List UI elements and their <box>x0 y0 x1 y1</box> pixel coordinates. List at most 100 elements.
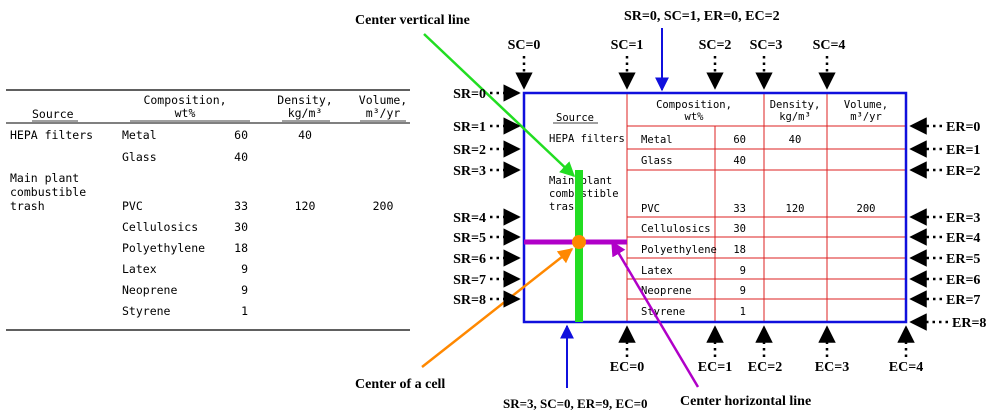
material-cell: PVC <box>641 203 660 215</box>
center-cell-callout <box>421 248 574 368</box>
source-cell: HEPA filters <box>10 128 93 142</box>
er-label: ER=7 <box>946 293 980 308</box>
volume-cell: 200 <box>857 203 876 215</box>
material-cell: Metal <box>641 134 673 146</box>
cell-center-dot <box>572 235 586 249</box>
er-label: ER=6 <box>946 273 980 288</box>
weight-cell: 60 <box>733 134 746 146</box>
material-cell: Latex <box>641 265 673 277</box>
center-horizontal-callout <box>610 240 700 388</box>
sr-label: SR=4 <box>453 211 486 226</box>
table-border <box>522 91 908 324</box>
weight-cell: 1 <box>241 304 248 318</box>
material-cell: Styrene <box>122 304 171 318</box>
ec-label: EC=0 <box>610 360 644 375</box>
material-cell: Polyethylene <box>122 241 205 255</box>
er-label: ER=1 <box>946 143 980 158</box>
density-cell: 40 <box>298 128 312 142</box>
density-header: Density, <box>277 93 332 107</box>
er-label: ER=4 <box>946 231 980 246</box>
weight-cell: 30 <box>234 220 248 234</box>
sr-label: SR=0 <box>453 87 486 102</box>
volume-header: Volume, <box>844 99 888 111</box>
original-table: Source Composition, wt% Density, kg/m³ V… <box>6 89 410 331</box>
sc-label: SC=3 <box>750 38 783 53</box>
ec-label: EC=3 <box>815 360 849 375</box>
weight-cell: 9 <box>241 262 248 276</box>
sr-label: SR=7 <box>453 273 486 288</box>
composition-unit: wt% <box>685 111 705 123</box>
material-cell: Cellulosics <box>122 220 198 234</box>
source-cell: trash <box>10 199 45 213</box>
sr-label: SR=1 <box>453 120 486 135</box>
material-cell: Metal <box>122 128 157 142</box>
material-cell: Neoprene <box>641 285 692 297</box>
er-label: ER=5 <box>946 252 980 267</box>
material-cell: Neoprene <box>122 283 177 297</box>
weight-cell: 9 <box>740 265 746 277</box>
material-cell: PVC <box>122 199 143 213</box>
weight-cell: 33 <box>733 203 746 215</box>
material-cell: Styrene <box>641 306 685 318</box>
weight-cell: 9 <box>241 283 248 297</box>
source-cell: HEPA filters <box>549 133 625 145</box>
sr-label: SR=6 <box>453 252 486 267</box>
composition-header: Composition, <box>143 93 226 107</box>
composition-header: Composition, <box>656 99 732 111</box>
er-label: ER=3 <box>946 211 980 226</box>
weight-cell: 18 <box>234 241 248 255</box>
weight-cell: 18 <box>733 244 746 256</box>
ec-label: EC=1 <box>698 360 732 375</box>
sr-label: SR=5 <box>453 231 486 246</box>
density-header: Density, <box>770 99 821 111</box>
top-span-label: SR=0, SC=1, ER=0, EC=2 <box>624 9 780 24</box>
source-header: Source <box>556 112 594 124</box>
source-cell: combustible <box>10 185 86 199</box>
sr-label: SR=3 <box>453 164 486 179</box>
sr-label: SR=2 <box>453 143 486 158</box>
density-cell: 120 <box>295 199 316 213</box>
ec-label: EC=4 <box>889 360 923 375</box>
volume-header: Volume, <box>359 93 407 107</box>
source-cell: combustible <box>549 188 619 200</box>
source-cell: trash <box>549 201 581 213</box>
composition-unit: wt% <box>175 106 196 120</box>
weight-cell: 9 <box>740 285 746 297</box>
sc-label: SC=0 <box>508 38 541 53</box>
er-label: ER=0 <box>946 120 980 135</box>
volume-unit: m³/yr <box>850 111 882 123</box>
material-cell: Glass <box>122 150 157 164</box>
sc-label: SC=4 <box>813 38 846 53</box>
material-cell: Polyethylene <box>641 244 717 256</box>
weight-cell: 33 <box>234 199 248 213</box>
material-cell: Glass <box>641 155 673 167</box>
ec-label: EC=2 <box>748 360 782 375</box>
center-cell-label: Center of a cell <box>355 377 445 392</box>
density-cell: 120 <box>786 203 805 215</box>
density-unit: kg/m³ <box>779 111 811 123</box>
weight-cell: 60 <box>234 128 248 142</box>
density-unit: kg/m³ <box>288 106 323 120</box>
er-label: ER=2 <box>946 164 980 179</box>
center-vertical-callout <box>423 33 576 178</box>
weight-cell: 1 <box>740 306 746 318</box>
row-grid-lines <box>627 125 906 300</box>
sc-label: SC=1 <box>611 38 644 53</box>
volume-unit: m³/yr <box>366 106 401 120</box>
er-label: ER=8 <box>952 316 986 331</box>
center-horizontal-label: Center horizontal line <box>680 394 811 409</box>
density-cell: 40 <box>789 134 802 146</box>
material-cell: Latex <box>122 262 157 276</box>
sr-label: SR=8 <box>453 293 486 308</box>
weight-cell: 30 <box>733 223 746 235</box>
material-cell: Cellulosics <box>641 223 711 235</box>
sc-label: SC=2 <box>699 38 732 53</box>
source-header: Source <box>32 107 74 121</box>
center-vertical-label: Center vertical line <box>355 13 470 28</box>
weight-cell: 40 <box>733 155 746 167</box>
weight-cell: 40 <box>234 150 248 164</box>
bottom-span-label: SR=3, SC=0, ER=9, EC=0 <box>503 396 648 411</box>
volume-cell: 200 <box>373 199 394 213</box>
source-cell: Main plant <box>10 171 79 185</box>
